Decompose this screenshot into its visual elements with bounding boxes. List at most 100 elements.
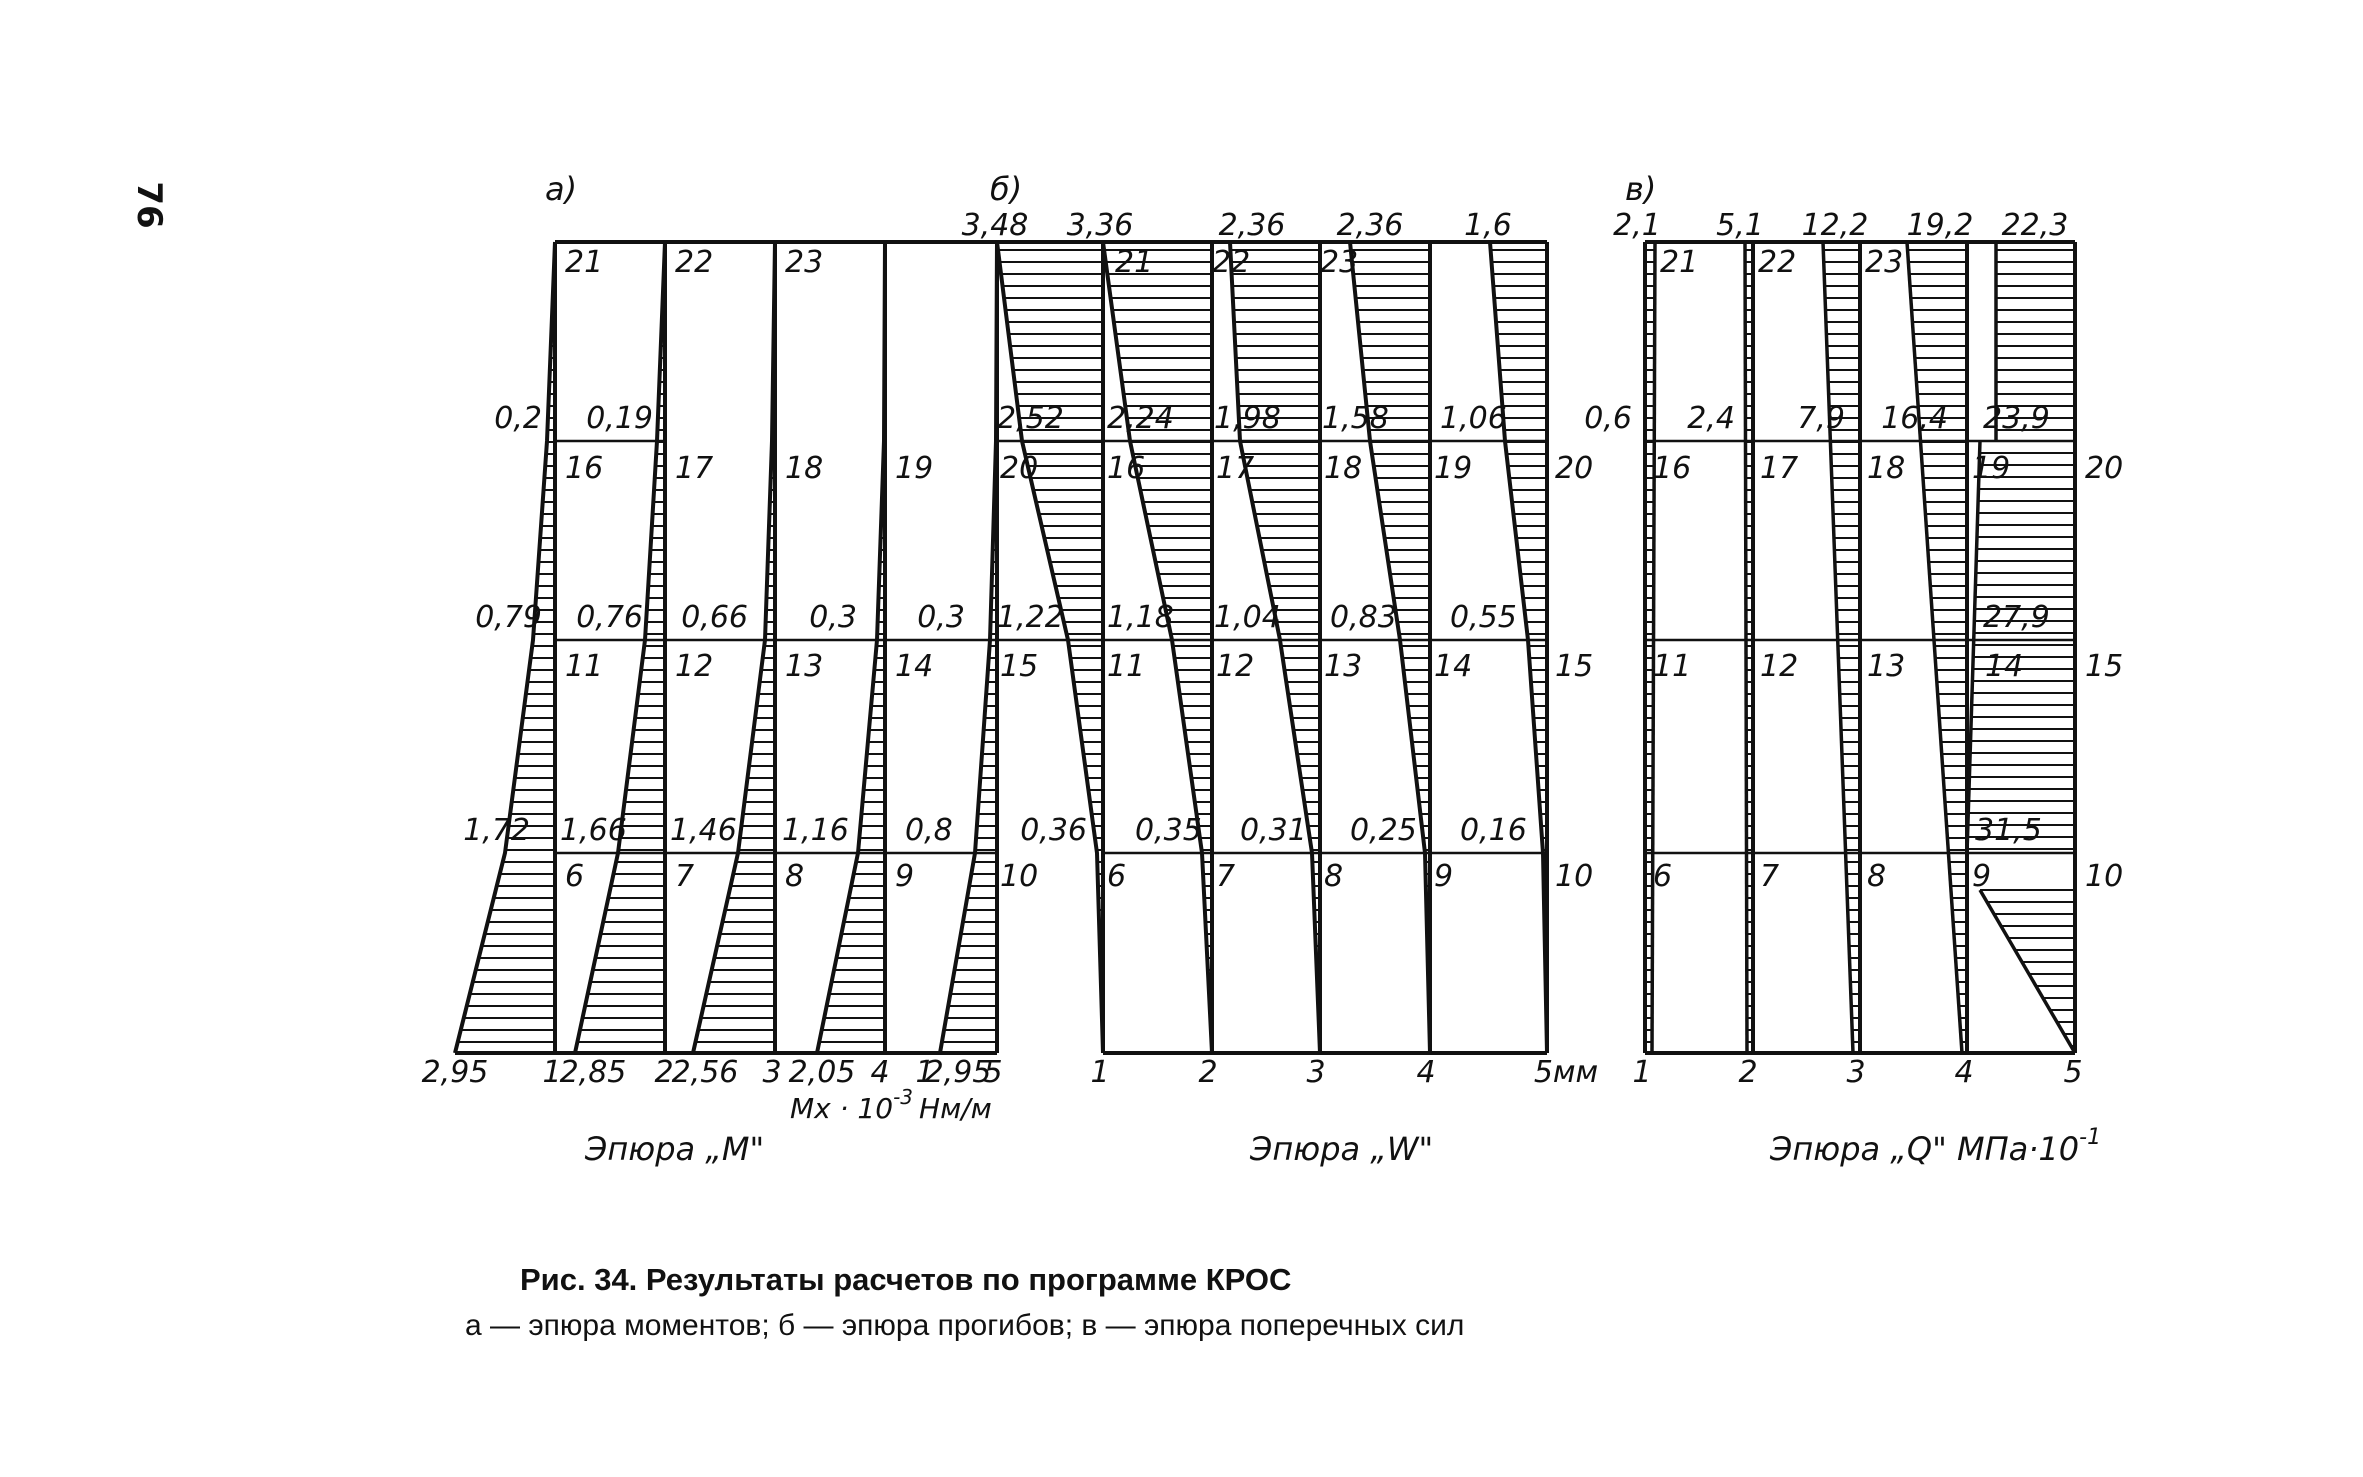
moment-curves — [453, 241, 999, 1054]
value-label: 1,04 — [1214, 600, 1281, 635]
node-label: 16 — [1107, 451, 1145, 486]
bottom-label: 4 — [1416, 1055, 1435, 1090]
node-label: 8 — [1867, 859, 1886, 894]
shear-title: Эпюра „Q" МПа·10-1 — [1769, 1125, 2101, 1168]
node-label: 16 — [565, 451, 603, 486]
node-label: 22 — [1212, 245, 1250, 280]
value-label: 0,3 — [917, 600, 965, 635]
deflection-title: Эпюра „W" — [1249, 1130, 1433, 1168]
bottom-label: 2,95 — [422, 1055, 489, 1090]
moment-title: Эпюра „М" — [584, 1130, 764, 1168]
caption-subtitle: а — эпюра моментов; б — эпюра прогибов; … — [465, 1309, 1464, 1342]
value-label: 0,25 — [1350, 813, 1417, 848]
value-label: 0,66 — [681, 600, 748, 635]
value-label: 0,83 — [1330, 600, 1397, 635]
top-value: 5,1 — [1716, 208, 1764, 243]
bottom-label: 1 — [1632, 1055, 1651, 1090]
value-label: 23,9 — [1983, 401, 2050, 436]
page-number: 76 — [129, 181, 169, 228]
value-label: 2,52 — [997, 401, 1064, 436]
node-label: 7 — [675, 859, 694, 894]
node-label: 23 — [1865, 245, 1903, 280]
node-label: 20 — [1555, 451, 1593, 486]
node-label: 10 — [1000, 859, 1038, 894]
node-label: 10 — [1555, 859, 1593, 894]
top-value: 2,1 — [1613, 208, 1661, 243]
node-label: 6 — [1653, 859, 1672, 894]
node-label: 9 — [1972, 859, 1991, 894]
shear-frame — [1643, 240, 2077, 1055]
node-label: 9 — [895, 859, 914, 894]
bottom-label: 4 — [1954, 1055, 1973, 1090]
node-label: 13 — [1324, 649, 1362, 684]
value-label: 0,19 — [586, 401, 653, 436]
node-label: 19 — [895, 451, 933, 486]
bottom-label: 2,05 — [789, 1055, 856, 1090]
panel-c-letter: в) — [1625, 170, 1656, 208]
bottom-label: 1 — [542, 1055, 561, 1090]
node-label: 20 — [1000, 451, 1038, 486]
value-label: 0,79 — [475, 600, 542, 635]
value-label: 1,22 — [997, 600, 1064, 635]
node-label: 6 — [1107, 859, 1126, 894]
deflection-frame — [997, 240, 1549, 1055]
panel-b-letter: б) — [990, 170, 1022, 208]
panel-deflection-diagram: б) 3,48 3,36 2,36 2,36 1,6 21 22 23 16 1… — [962, 170, 1599, 1168]
value-label: 1,58 — [1322, 401, 1389, 436]
node-label: 8 — [785, 859, 804, 894]
bottom-label: 3 — [1306, 1055, 1325, 1090]
node-label: 11 — [565, 649, 603, 684]
bottom-label: 2 — [1738, 1055, 1757, 1090]
bottom-label: 2,56 — [672, 1055, 739, 1090]
node-label: 17 — [675, 451, 713, 486]
value-label: 1,06 — [1440, 401, 1507, 436]
value-label: 0,3 — [809, 600, 857, 635]
bottom-label: 2 — [1198, 1055, 1217, 1090]
bottom-label: 5мм — [1534, 1055, 1598, 1090]
node-label: 23 — [785, 245, 823, 280]
node-label: 22 — [675, 245, 713, 280]
node-label: 12 — [1760, 649, 1798, 684]
bottom-label: 3 — [1846, 1055, 1865, 1090]
node-label: 19 — [1434, 451, 1472, 486]
node-label: 20 — [2085, 451, 2123, 486]
value-label: 31,5 — [1975, 813, 2042, 848]
node-label: 14 — [1434, 649, 1472, 684]
top-value: 19,2 — [1907, 208, 1974, 243]
value-label: 0,2 — [494, 401, 542, 436]
node-label: 7 — [1760, 859, 1779, 894]
node-label: 12 — [1216, 649, 1254, 684]
value-label: 0,8 — [905, 813, 953, 848]
caption-title: Рис. 34. Результаты расчетов по программ… — [520, 1262, 1291, 1297]
node-label: 21 — [565, 245, 603, 280]
top-value: 1,6 — [1464, 208, 1512, 243]
top-value: 3,36 — [1067, 208, 1134, 243]
node-label: 13 — [785, 649, 823, 684]
top-value: 2,36 — [1337, 208, 1404, 243]
node-label: 7 — [1216, 859, 1235, 894]
node-label: 15 — [2085, 649, 2123, 684]
value-label: 0,36 — [1020, 813, 1087, 848]
node-label: 14 — [1985, 649, 2023, 684]
node-label: 23 — [1320, 245, 1358, 280]
deflection-curves — [995, 241, 1549, 1054]
panel-shear-diagram: в) 2,1 5,1 12,2 19,2 22,3 21 22 23 16 17… — [1584, 170, 2123, 1168]
value-label: 0,16 — [1460, 813, 1527, 848]
value-label: 0,55 — [1450, 600, 1517, 635]
value-label: 1,16 — [782, 813, 849, 848]
panel-moment-diagram: а) 21 22 23 16 17 18 19 11 12 13 14 6 7 … — [422, 170, 1003, 1168]
node-label: 17 — [1760, 451, 1798, 486]
node-label: 19 — [1972, 451, 2010, 486]
value-label: 27,9 — [1983, 600, 2050, 635]
top-value: 12,2 — [1802, 208, 1869, 243]
node-label: 15 — [1555, 649, 1593, 684]
node-label: 15 — [1000, 649, 1038, 684]
node-label: 11 — [1653, 649, 1691, 684]
value-label: 0,31 — [1240, 813, 1307, 848]
bottom-label: 2,95 — [925, 1055, 992, 1090]
node-label: 6 — [565, 859, 584, 894]
bottom-label: 4 — [870, 1055, 889, 1090]
bottom-label: 2 — [654, 1055, 673, 1090]
